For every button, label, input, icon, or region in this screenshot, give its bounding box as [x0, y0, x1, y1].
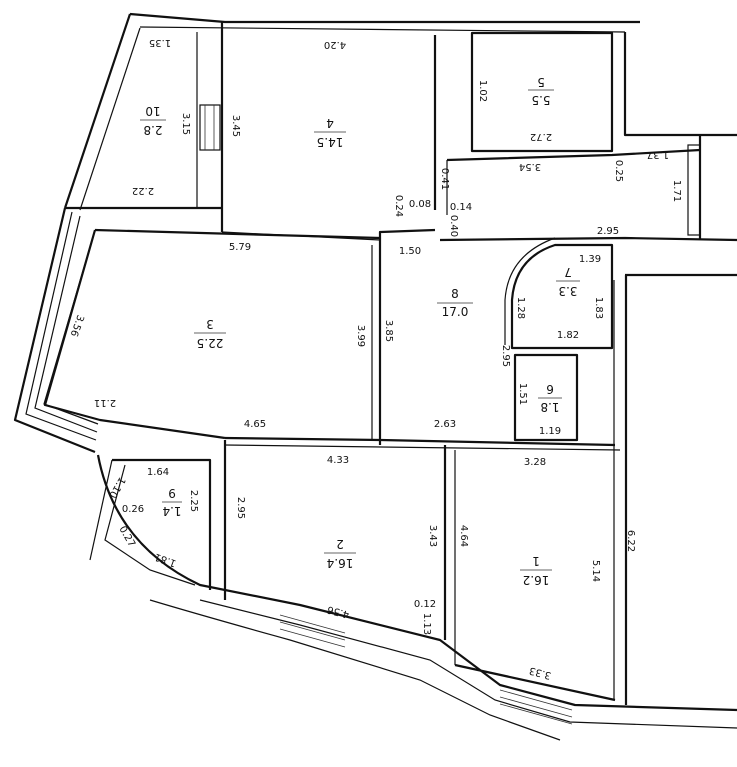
top-wall — [129, 12, 640, 24]
dim-label: 1.71 — [671, 180, 682, 202]
room-10-number: 10 — [145, 104, 160, 118]
dim-label: 2.95 — [235, 497, 246, 519]
room10-left-wall-inner — [79, 27, 141, 211]
dim-label: 2.25 — [188, 490, 199, 512]
room-4-area: 14.5 — [317, 135, 344, 149]
balcony-left-mid — [25, 211, 97, 441]
dim-label: 2.22 — [132, 185, 154, 196]
room-6-area: 1.8 — [540, 400, 559, 414]
dim-label: 1.50 — [399, 246, 421, 257]
room-6-number: 6 — [546, 382, 554, 396]
balcony-left-outer — [13, 207, 96, 454]
corridor-door — [687, 144, 701, 236]
room-9-number: 9 — [168, 486, 176, 500]
room9-walls — [112, 458, 212, 590]
dim-label: 2.95 — [500, 345, 511, 367]
dim-label: 4.33 — [327, 455, 349, 466]
room-9-area: 1.4 — [162, 504, 181, 518]
dim-label: 1.39 — [579, 254, 601, 265]
room-7-area: 3.3 — [558, 284, 577, 298]
room7-walls — [510, 243, 614, 350]
room-3-number: 3 — [206, 317, 214, 331]
dim-label: 1.28 — [515, 297, 526, 319]
window-room2 — [279, 614, 346, 648]
dim-label: 6.22 — [625, 530, 636, 552]
room-10-area: 2.8 — [143, 123, 162, 137]
dim-label: 3.33 — [528, 664, 552, 680]
dim-label: 0.12 — [414, 599, 436, 610]
room-3-area: 22.5 — [197, 336, 224, 350]
dimension-labels: 1.35 3.15 2.22 4.20 3.45 0.24 0.08 1.02 … — [68, 37, 682, 681]
mid-horizontal-wall — [224, 436, 616, 447]
bottom-curve-inner — [199, 599, 737, 729]
dim-label: 1.81 — [153, 551, 178, 569]
dim-label: 2.72 — [530, 131, 552, 142]
door-10 — [199, 104, 221, 151]
room5-walls — [470, 31, 614, 153]
dim-label: 1.02 — [477, 80, 488, 102]
dim-label: 4.64 — [458, 525, 469, 547]
dim-label: 1.82 — [557, 330, 579, 341]
bottom-curve-inner2 — [149, 599, 561, 741]
room-5-area: 5.5 — [531, 93, 550, 107]
corridor-top-wall — [446, 148, 701, 162]
dim-label: 1.13 — [421, 613, 432, 635]
dim-label: 0.24 — [393, 195, 404, 217]
room-5-number: 5 — [537, 75, 545, 89]
outer-walls — [13, 12, 737, 741]
dim-label: 1.51 — [517, 383, 528, 405]
dim-label: 3.99 — [355, 325, 366, 347]
dim-label: 0.27 — [116, 524, 137, 549]
room-2-number: 2 — [336, 537, 344, 551]
dim-label: 3.28 — [524, 457, 546, 468]
dim-label: 3.85 — [383, 320, 394, 342]
dim-label: 1.83 — [593, 297, 604, 319]
wall-4-3 — [94, 228, 436, 240]
corridor-bottom-wall — [439, 236, 737, 242]
room-4-number: 4 — [326, 116, 334, 130]
dim-label: 2.95 — [597, 226, 619, 237]
room-8-number: 8 — [451, 287, 459, 301]
dim-label: 0.40 — [448, 215, 459, 237]
room-2-area: 16.4 — [327, 556, 354, 570]
room-7-number: 7 — [564, 265, 572, 279]
dim-label: 0.08 — [409, 199, 431, 210]
dim-label: 0.25 — [613, 160, 624, 182]
dim-label: 4.56 — [326, 603, 350, 619]
room-labels: 4 14.5 10 2.8 5 5.5 8 17.0 7 3.3 3 22.5 … — [140, 75, 580, 587]
room6-walls — [513, 353, 579, 442]
room10-left-wall — [63, 13, 132, 209]
dim-label: 2.11 — [94, 397, 116, 408]
room-1-number: 1 — [532, 554, 540, 568]
interior-walls — [65, 22, 737, 725]
dim-label: 3.54 — [519, 161, 541, 172]
room3-left-wall — [43, 229, 226, 440]
dim-label: 3.15 — [180, 113, 191, 135]
dim-label: 3.43 — [427, 525, 438, 547]
window-room1 — [499, 689, 573, 725]
dim-label: 3.45 — [230, 115, 241, 137]
dim-label: 1.37 — [647, 149, 669, 160]
dim-label: 4.20 — [324, 39, 346, 50]
room-8-area: 17.0 — [442, 305, 469, 319]
dim-label: 1.64 — [147, 467, 169, 478]
balcony-left-mid2 — [34, 215, 98, 433]
room-1-area: 16.2 — [523, 573, 550, 587]
room9-left-outer — [89, 459, 113, 561]
room1-bottom-wall — [454, 663, 616, 702]
right-wall — [623, 32, 737, 137]
dim-label: 0.14 — [450, 202, 472, 213]
dim-label: 1.35 — [149, 37, 171, 48]
top-wall-inner — [139, 26, 626, 33]
room9-left-inner — [104, 464, 196, 586]
dim-label: 1.10 — [106, 475, 127, 500]
dim-label: 5.14 — [590, 560, 601, 582]
dim-label: 0.41 — [439, 168, 450, 190]
dim-label: 1.19 — [539, 426, 561, 437]
dim-label: 5.79 — [229, 242, 251, 253]
dim-label: 4.65 — [244, 419, 266, 430]
dim-label: 0.26 — [122, 504, 144, 515]
dim-label: 2.63 — [434, 419, 456, 430]
